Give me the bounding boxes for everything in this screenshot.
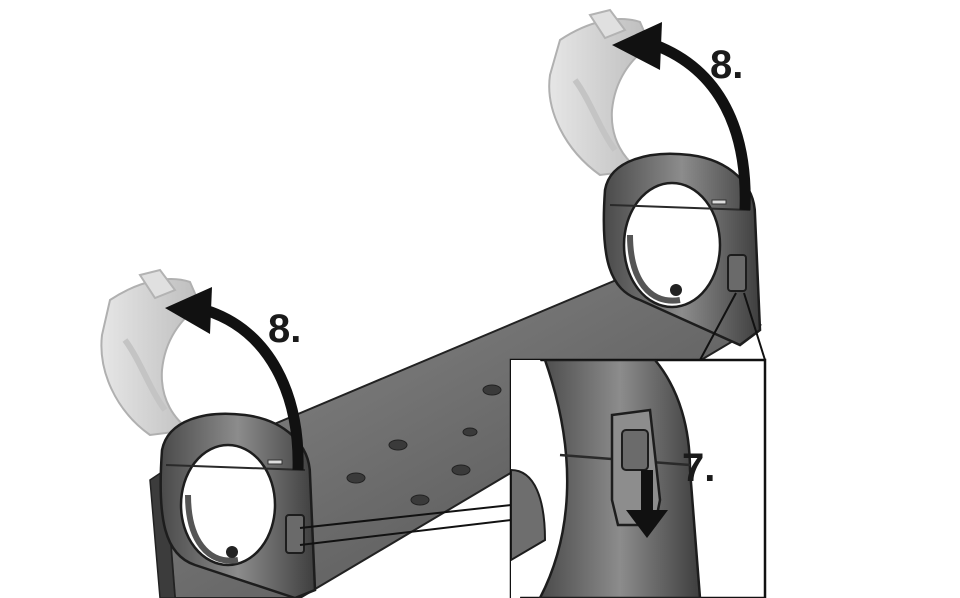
ghost-clamp-right bbox=[548, 8, 652, 177]
ghost-clamp-left bbox=[100, 268, 202, 437]
step-label-open-left: 8. bbox=[268, 307, 301, 351]
clamp-right bbox=[602, 152, 762, 347]
rotate-arrow-left bbox=[165, 287, 304, 471]
base-plate bbox=[149, 268, 763, 598]
mounting-holes bbox=[346, 384, 502, 506]
rotate-arrow-right bbox=[612, 22, 751, 211]
push-arrow bbox=[626, 470, 668, 538]
latch-detail-inset bbox=[509, 358, 767, 598]
callout-leaders bbox=[299, 292, 766, 546]
step-label-push-latch: 7. bbox=[682, 446, 715, 490]
step-label-open-right: 8. bbox=[710, 43, 743, 87]
clamp-left bbox=[159, 412, 317, 598]
